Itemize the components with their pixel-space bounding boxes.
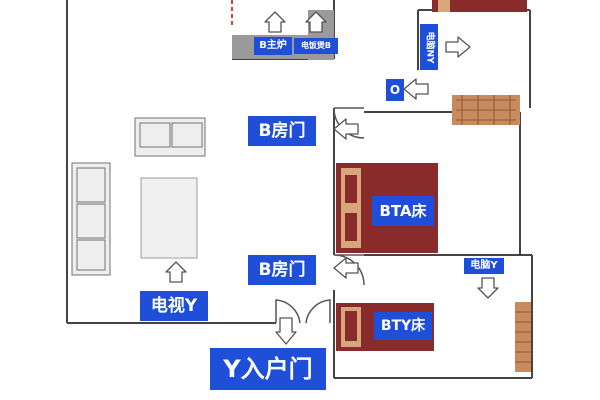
walls bbox=[66, 0, 533, 379]
arrow-right-ny bbox=[445, 36, 471, 58]
label-y-entrance: Y入户门 bbox=[210, 348, 326, 390]
label-b-stove: B主炉 bbox=[254, 37, 292, 55]
sofa-top bbox=[134, 117, 206, 157]
arrow-up-tv bbox=[165, 261, 187, 283]
label-bty-bed: BTY床 bbox=[374, 312, 432, 340]
label-computer-y: 电脑Y bbox=[464, 258, 504, 274]
door-arc-entrance-left bbox=[275, 299, 301, 324]
label-b-door-upper: B房门 bbox=[248, 116, 316, 146]
label-o: O bbox=[386, 79, 404, 101]
wardrobe-ny-room bbox=[452, 95, 520, 125]
arrows bbox=[165, 11, 499, 345]
coffee-table bbox=[140, 177, 198, 259]
label-computer-ny-text: 电脑NY bbox=[424, 30, 435, 64]
door-arc-entrance-right bbox=[305, 299, 331, 324]
arrow-down-entrance bbox=[275, 317, 297, 345]
arrow-down-computer-y bbox=[477, 277, 499, 299]
arrow-up-stove bbox=[264, 11, 286, 33]
arrow-left-b-door-upper bbox=[333, 118, 359, 140]
arrow-left-b-door-lower bbox=[333, 257, 359, 279]
label-b-door-lower: B房门 bbox=[248, 255, 316, 285]
label-bta-bed: BTA床 bbox=[372, 196, 434, 226]
arrow-up-cooker bbox=[305, 11, 327, 33]
wardrobe-bty-room bbox=[515, 302, 531, 372]
label-rice-cooker-b: 电饭煲B bbox=[294, 38, 338, 54]
arrow-left-o bbox=[403, 78, 429, 100]
label-tv-y: 电视Y bbox=[140, 291, 208, 321]
label-computer-ny: 电脑NY bbox=[420, 24, 438, 70]
upper-bed bbox=[432, 0, 527, 12]
sofa-left bbox=[71, 162, 111, 276]
